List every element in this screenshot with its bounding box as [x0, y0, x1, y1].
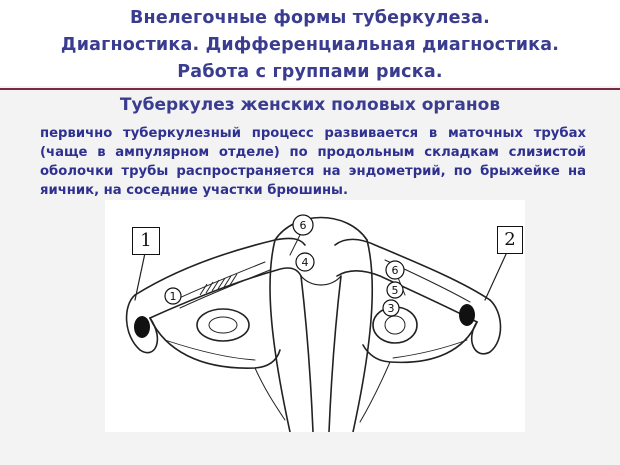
slide-title-line-1: Внелегочные формы туберкулеза. [130, 8, 490, 28]
right-tube-lower [336, 269, 478, 323]
section-paragraph: первично туберкулезный процесс развивает… [40, 126, 586, 198]
uterus-right-wall [352, 239, 374, 432]
anatomy-illustration: 6 4 6 5 3 1 1 2 [105, 200, 525, 432]
uterus-left-wall [269, 239, 291, 432]
slide-title-line-2: Диагностика. Дифференциальная диагностик… [60, 35, 560, 55]
uterus-tubes-diagram: 6 4 6 5 3 1 [125, 214, 508, 432]
marker-5: 5 [392, 284, 399, 297]
right-tube-upper [334, 238, 491, 301]
figure-label-2: 2 [497, 226, 523, 254]
uterus-fundus [274, 216, 368, 241]
right-fimbria [471, 299, 502, 355]
marker-6-top: 6 [300, 219, 307, 232]
right-lesion-dot [459, 304, 475, 326]
left-lesion-dot [134, 316, 150, 338]
cavity-right [328, 275, 342, 432]
title-divider [0, 88, 620, 90]
slide-title-line-3: Работа с группами риска. [177, 62, 443, 82]
section-subtitle: Туберкулез женских половых органов [119, 95, 501, 115]
left-tube-lower [149, 267, 302, 319]
marker-4: 4 [302, 256, 309, 269]
marker-6-right: 6 [392, 264, 399, 277]
cavity-left [300, 275, 314, 432]
marker-3: 3 [388, 302, 395, 315]
left-tube-upper [134, 237, 306, 296]
left-ligament [149, 317, 281, 369]
figure-label-1: 1 [132, 227, 160, 255]
left-fimbria [125, 294, 159, 354]
slide-header: Внелегочные формы туберкулеза. Диагности… [0, 0, 620, 86]
left-ovary-shape [196, 308, 250, 342]
marker-1-tube: 1 [170, 290, 177, 303]
